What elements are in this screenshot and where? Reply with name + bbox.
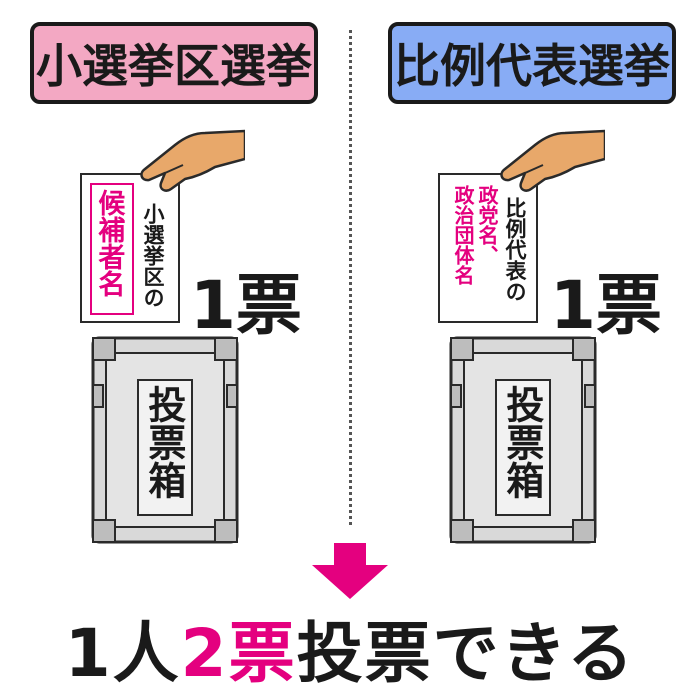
right-box-label: 投票箱 bbox=[499, 385, 544, 499]
left-box-label: 投票箱 bbox=[141, 385, 186, 499]
bottom-part-3: 投票できる bbox=[296, 615, 636, 692]
hand-icon bbox=[500, 129, 605, 192]
bottom-part-1: 1人 bbox=[64, 615, 181, 692]
right-ballot-label: 比例代表の bbox=[503, 197, 528, 302]
right-ballot-fill-line2: 政治団体名 bbox=[451, 185, 475, 285]
left-vote-count: 1票 bbox=[190, 267, 302, 344]
left-candidate-frame bbox=[90, 183, 134, 315]
right-vote-count: 1票 bbox=[550, 267, 662, 344]
bottom-caption: 1人2票投票できる bbox=[0, 600, 700, 696]
center-divider bbox=[349, 30, 352, 525]
right-ballot-fill-line1: 政党名、 bbox=[475, 185, 499, 265]
right-title: 比例代表選挙 bbox=[388, 22, 676, 104]
ballot-box-icon bbox=[91, 336, 239, 544]
left-ballot-label: 小選挙区の bbox=[141, 203, 166, 308]
down-arrow-icon bbox=[312, 543, 388, 599]
right-ballot: 政党名、 政治団体名 比例代表の bbox=[438, 173, 538, 323]
left-ballot-fill: 候補者名 bbox=[93, 189, 125, 297]
left-ballot: 候補者名 小選挙区の bbox=[80, 173, 180, 323]
ballot-box-icon bbox=[449, 336, 597, 544]
bottom-part-2: 2票 bbox=[180, 615, 297, 692]
hand-icon bbox=[140, 129, 245, 192]
left-title: 小選挙区選挙 bbox=[30, 22, 318, 104]
